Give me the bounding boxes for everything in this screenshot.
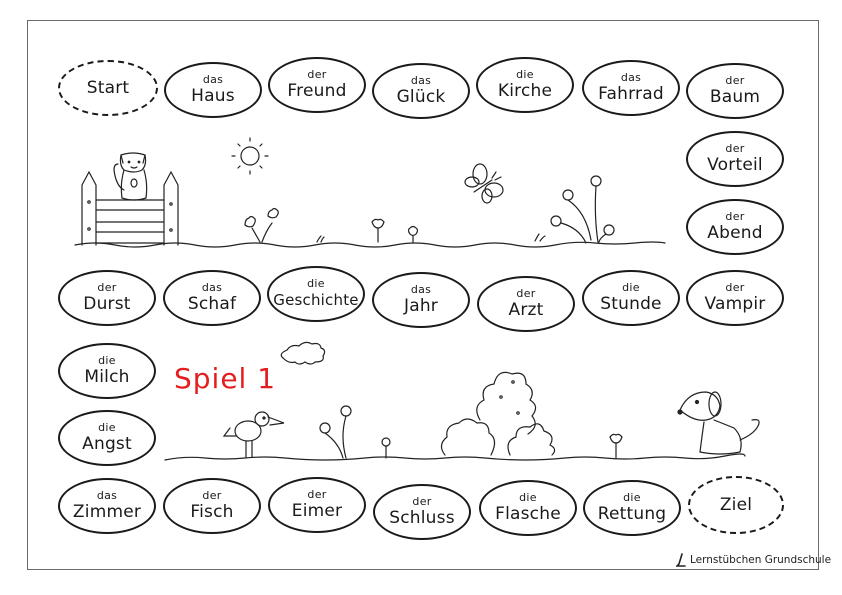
field-noun: Glück xyxy=(396,87,446,107)
board-field[interactable]: das Glück xyxy=(372,63,470,119)
field-noun: Fahrrad xyxy=(598,84,664,104)
field-noun: Fisch xyxy=(190,502,234,522)
field-noun: Vampir xyxy=(704,294,766,314)
field-article: der xyxy=(725,281,745,294)
field-noun: Baum xyxy=(709,87,761,107)
field-article: das xyxy=(410,283,432,296)
field-noun: Durst xyxy=(83,294,131,314)
field-article: das xyxy=(202,73,224,86)
start-field[interactable]: Start xyxy=(58,60,158,116)
field-noun: Haus xyxy=(191,86,235,106)
bird-icon xyxy=(222,411,285,458)
field-noun: Eimer xyxy=(291,501,343,521)
start-label: Start xyxy=(86,78,130,98)
field-noun: Geschichte xyxy=(273,291,359,309)
field-article: die xyxy=(98,354,116,367)
bottom-ground-line xyxy=(164,453,746,461)
field-noun: Angst xyxy=(82,434,132,454)
field-article: die xyxy=(623,491,641,504)
board-field[interactable]: die Angst xyxy=(58,410,156,466)
sun-icon xyxy=(231,137,269,175)
board-field[interactable]: die Kirche xyxy=(476,57,574,113)
field-noun: Arzt xyxy=(508,300,544,320)
tulip-icon xyxy=(244,207,419,243)
board-field[interactable]: der Vorteil xyxy=(686,131,784,187)
field-noun: Schaf xyxy=(187,294,237,314)
top-ground-line xyxy=(74,241,666,248)
game-title: Spiel 1 xyxy=(174,362,277,395)
bush-icon xyxy=(440,371,556,456)
field-article: der xyxy=(307,488,327,501)
board-field[interactable]: der Fisch xyxy=(163,478,261,534)
butterfly-icon xyxy=(464,163,504,204)
field-article: der xyxy=(307,68,327,81)
board-field[interactable]: die Milch xyxy=(58,343,156,399)
field-article: das xyxy=(96,489,118,502)
field-noun: Zimmer xyxy=(72,502,142,522)
board-field[interactable]: die Stunde xyxy=(582,270,680,326)
cloud-icon xyxy=(280,341,326,365)
field-article: der xyxy=(725,142,745,155)
field-noun: Abend xyxy=(707,223,763,243)
field-article: der xyxy=(725,210,745,223)
field-noun: Schluss xyxy=(389,508,455,528)
field-article: der xyxy=(516,287,536,300)
board-field[interactable]: die Geschichte xyxy=(267,266,365,322)
field-article: die xyxy=(98,421,116,434)
board-field[interactable]: der Freund xyxy=(268,57,366,113)
field-article: die xyxy=(516,68,534,81)
field-article: die xyxy=(307,277,325,290)
board-field[interactable]: der Eimer xyxy=(268,477,366,533)
cat-icon xyxy=(113,152,148,201)
board-field[interactable]: der Schluss xyxy=(373,484,471,540)
field-article: der xyxy=(202,489,222,502)
board-field[interactable]: das Jahr xyxy=(372,272,470,328)
board-field[interactable]: der Vampir xyxy=(686,270,784,326)
field-noun: Kirche xyxy=(497,81,553,101)
field-article: die xyxy=(519,491,537,504)
flowers-bottom-icon xyxy=(319,405,623,459)
footer-brand-text: Lernstübchen Grundschule xyxy=(690,554,832,566)
field-article: die xyxy=(622,281,640,294)
field-article: das xyxy=(410,74,432,87)
board-field[interactable]: die Flasche xyxy=(479,480,577,536)
field-noun: Stunde xyxy=(600,294,662,314)
field-article: der xyxy=(412,495,432,508)
field-article: der xyxy=(97,281,117,294)
field-noun: Flasche xyxy=(495,504,561,524)
goal-label: Ziel xyxy=(719,495,753,515)
dog-icon xyxy=(677,391,760,455)
field-noun: Freund xyxy=(287,81,347,101)
board-field[interactable]: das Haus xyxy=(164,62,262,118)
board-field[interactable]: das Schaf xyxy=(163,270,261,326)
goal-field[interactable]: Ziel xyxy=(688,476,784,534)
board-field[interactable]: der Arzt xyxy=(477,276,575,332)
board-field[interactable]: das Fahrrad xyxy=(582,60,680,116)
field-noun: Jahr xyxy=(404,296,438,316)
board-field[interactable]: der Baum xyxy=(686,63,784,119)
field-article: das xyxy=(620,71,642,84)
board-field[interactable]: der Durst xyxy=(58,270,156,326)
footer-brand: Lernstübchen Grundschule xyxy=(676,553,831,567)
fence-icon xyxy=(81,170,179,246)
field-noun: Milch xyxy=(84,367,130,387)
field-article: das xyxy=(201,281,223,294)
pencil-logo-icon xyxy=(676,553,686,567)
flowers-icon xyxy=(534,175,615,244)
board-frame xyxy=(27,20,819,570)
board-field[interactable]: die Rettung xyxy=(583,480,681,536)
field-noun: Rettung xyxy=(597,504,667,524)
board-field[interactable]: der Abend xyxy=(686,199,784,255)
field-article: der xyxy=(725,74,745,87)
field-noun: Vorteil xyxy=(707,155,763,175)
board-field[interactable]: das Zimmer xyxy=(58,478,156,534)
